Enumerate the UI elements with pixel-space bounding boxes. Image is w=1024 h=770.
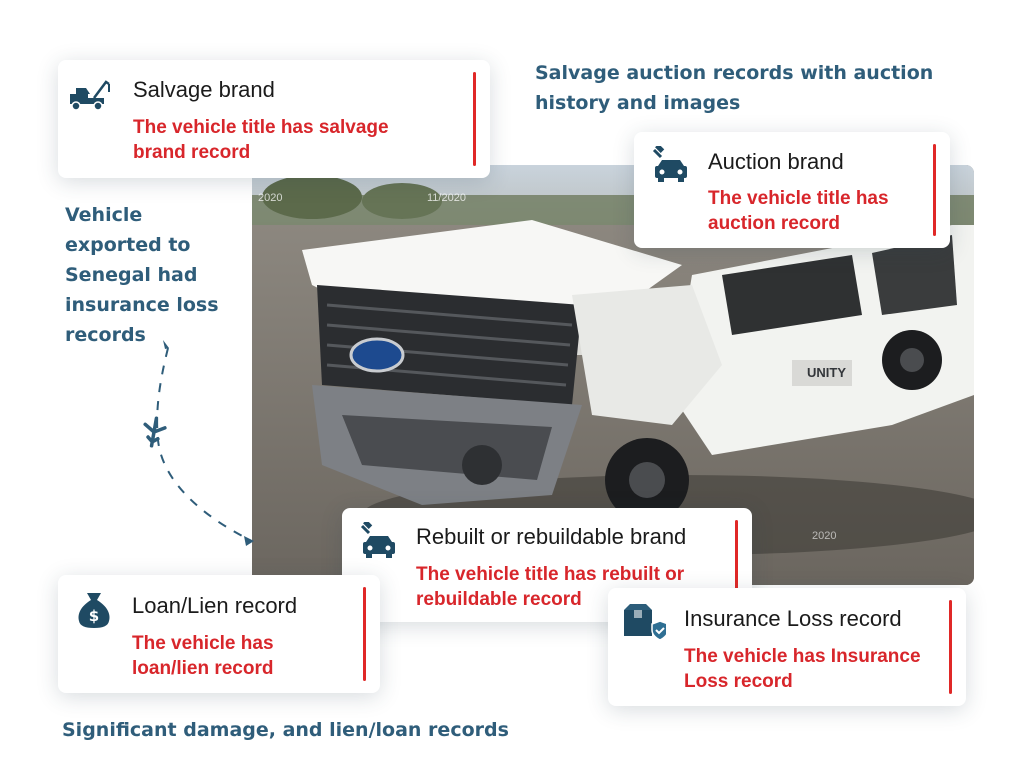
card-subtitle: The vehicle has Insurance Loss record bbox=[684, 646, 921, 692]
auction-car-icon bbox=[652, 146, 687, 182]
svg-text:2020: 2020 bbox=[258, 192, 282, 204]
truck-door-logo: UNITY bbox=[807, 365, 846, 380]
accent-bar bbox=[949, 600, 952, 694]
accent-bar bbox=[473, 72, 476, 166]
svg-text:11/2020: 11/2020 bbox=[427, 192, 466, 204]
flight-path-icon bbox=[143, 340, 254, 546]
caption-damage-lien: Significant damage, and lien/loan record… bbox=[62, 719, 509, 741]
card-title: Insurance Loss record bbox=[684, 606, 902, 631]
loan-lien-card: $ Loan/Lien record The vehicle has loan/… bbox=[58, 575, 380, 693]
photo-date-stamp: 2020 bbox=[812, 530, 836, 542]
accent-bar bbox=[933, 144, 936, 236]
card-subtitle: The vehicle title has auction record bbox=[708, 188, 889, 234]
insurance-loss-card: Insurance Loss record The vehicle has In… bbox=[608, 588, 966, 706]
card-title: Auction brand bbox=[708, 149, 844, 174]
accent-bar bbox=[735, 520, 738, 610]
auction-brand-card: Auction brand The vehicle title has auct… bbox=[634, 132, 950, 248]
svg-text:UNITY: UNITY bbox=[807, 365, 846, 380]
card-subtitle: The vehicle title has rebuilt or rebuild… bbox=[416, 564, 685, 610]
accent-bar bbox=[363, 587, 366, 681]
tow-truck-icon bbox=[70, 80, 110, 111]
svg-text:$: $ bbox=[89, 607, 99, 625]
insured-box-icon bbox=[624, 604, 666, 641]
photo-date-stamp: 2020 bbox=[258, 192, 282, 204]
airplane-icon bbox=[143, 416, 167, 448]
photo-date-stamp: 11/2020 bbox=[427, 192, 466, 204]
money-bag-icon: $ bbox=[78, 593, 110, 628]
auction-car-icon bbox=[360, 522, 395, 558]
card-title: Rebuilt or rebuildable brand bbox=[416, 524, 687, 549]
card-title: Salvage brand bbox=[133, 77, 275, 102]
salvage-brand-card: Salvage brand The vehicle title has salv… bbox=[58, 60, 490, 178]
card-subtitle: The vehicle title has salvage brand reco… bbox=[133, 117, 389, 163]
caption-export-senegal: Vehicle exported to Senegal had insuranc… bbox=[65, 204, 219, 346]
card-subtitle: The vehicle has loan/lien record bbox=[132, 633, 274, 679]
svg-text:2020: 2020 bbox=[812, 530, 836, 542]
card-title: Loan/Lien record bbox=[132, 593, 298, 618]
caption-auction-records: Salvage auction records with auction his… bbox=[535, 62, 934, 114]
